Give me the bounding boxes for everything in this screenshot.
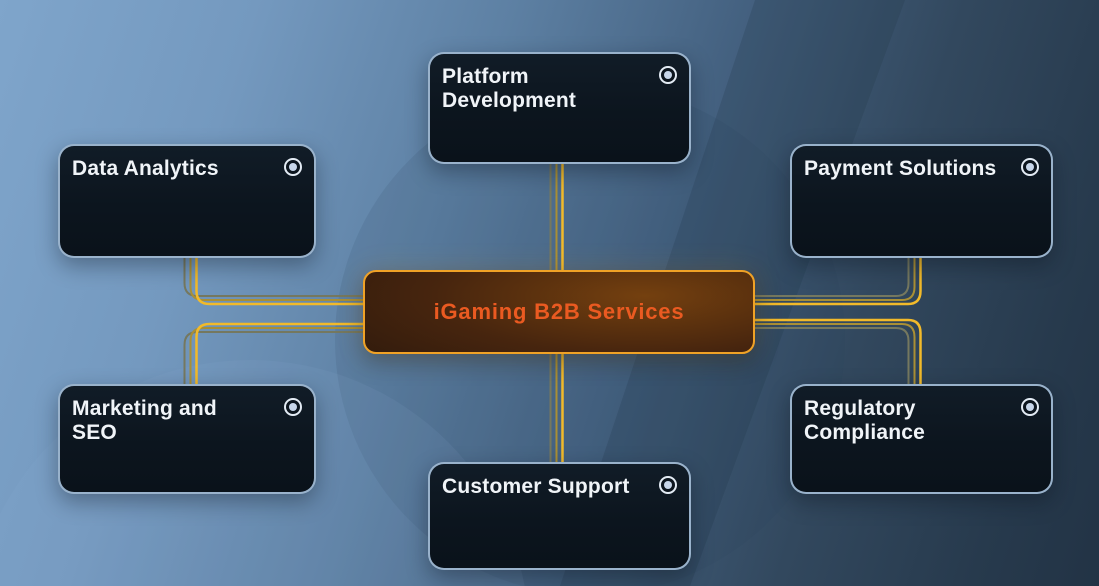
connector-payment-solutions bbox=[751, 254, 922, 306]
connector-data-analytics bbox=[183, 254, 367, 306]
radio-dot-icon bbox=[284, 158, 302, 176]
radio-dot-icon bbox=[1021, 158, 1039, 176]
node-label: Payment Solutions bbox=[804, 157, 997, 180]
center-node-label: iGaming B2B Services bbox=[433, 299, 685, 324]
node-center-igaming-b2b-services[interactable]: iGaming B2B Services bbox=[363, 270, 755, 354]
connector-marketing-and-seo bbox=[183, 322, 367, 388]
radio-dot-icon bbox=[659, 66, 677, 84]
node-label: Platform Development bbox=[442, 65, 577, 112]
connector-regulatory-compliance bbox=[751, 318, 922, 388]
node-label: Regulatory Compliance bbox=[804, 397, 926, 444]
connector-platform-development bbox=[549, 160, 564, 276]
connector-customer-support bbox=[549, 348, 564, 466]
radio-dot-icon bbox=[1021, 398, 1039, 416]
node-label: Data Analytics bbox=[72, 157, 219, 180]
node-marketing-and-seo[interactable]: Marketing and SEO bbox=[58, 384, 316, 494]
node-platform-development[interactable]: Platform Development bbox=[428, 52, 691, 164]
node-regulatory-compliance[interactable]: Regulatory Compliance bbox=[790, 384, 1053, 494]
node-label: Marketing and SEO bbox=[72, 397, 217, 444]
node-customer-support[interactable]: Customer Support bbox=[428, 462, 691, 570]
radio-dot-icon bbox=[659, 476, 677, 494]
radio-dot-icon bbox=[284, 398, 302, 416]
node-data-analytics[interactable]: Data Analytics bbox=[58, 144, 316, 258]
node-payment-solutions[interactable]: Payment Solutions bbox=[790, 144, 1053, 258]
node-label: Customer Support bbox=[442, 475, 630, 498]
